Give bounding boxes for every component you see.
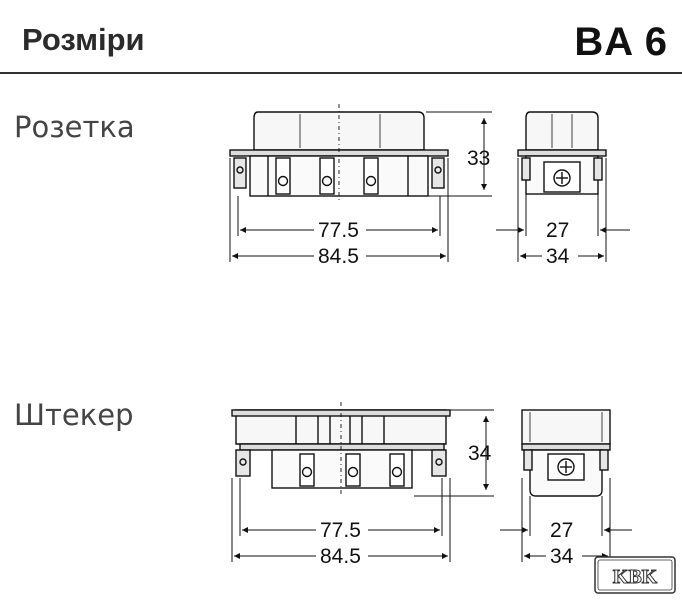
plug-height-value: 34: [468, 442, 492, 465]
socket-outer-width-value: 84.5: [318, 245, 359, 268]
kbk-logo: KBK: [594, 556, 676, 594]
plug-side-inner-value: 27: [550, 519, 573, 542]
plug-label: Штекер: [14, 398, 134, 432]
socket-side-inner-value: 27: [546, 219, 569, 242]
plug-height-dim: [414, 409, 494, 497]
header-divider: [0, 72, 682, 74]
plug-side-view: [521, 409, 611, 497]
socket-label: Розетка: [14, 110, 135, 144]
plug-side-dims: [500, 478, 632, 562]
plug-inner-width-value: 77.5: [320, 519, 361, 542]
plug-side-outer-value: 34: [550, 545, 574, 568]
socket-inner-width-value: 77.5: [318, 219, 359, 242]
socket-height-dim: [426, 111, 492, 197]
page-title: Розміри: [22, 22, 145, 57]
socket-side-outer-value: 34: [546, 245, 570, 268]
model-code: BA 6: [574, 20, 668, 64]
socket-height-value: 33: [467, 147, 490, 170]
plug-outer-width-value: 84.5: [320, 545, 361, 568]
plug-width-dims: [231, 478, 451, 562]
socket-width-dims: [229, 158, 449, 262]
page-header: Розміри BA 6: [0, 0, 682, 74]
socket-side-dims: [496, 158, 630, 262]
logo-text: KBK: [613, 566, 658, 588]
socket-side-view: [517, 111, 607, 195]
